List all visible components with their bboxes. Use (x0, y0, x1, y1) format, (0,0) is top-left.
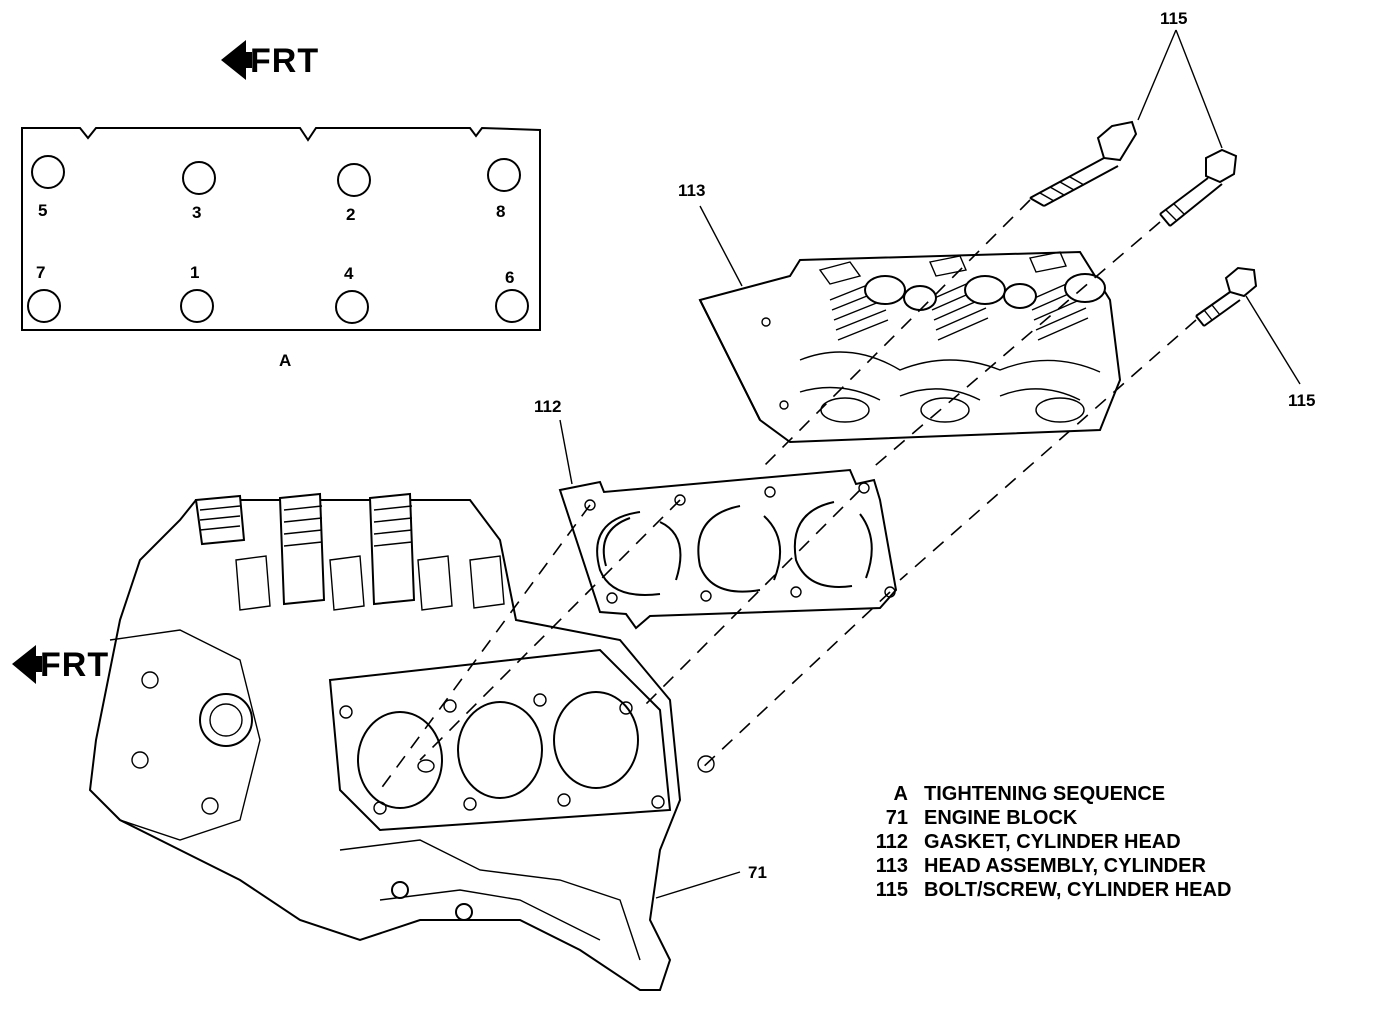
sequence-number: 3 (192, 203, 201, 222)
bolt-hole (27, 289, 61, 323)
cylinder-head-gasket: 112 (534, 397, 898, 630)
valve-spring-row (829, 273, 1106, 341)
legend-row: 113 HEAD ASSEMBLY, CYLINDER (876, 855, 1207, 877)
callout-label: 113 (678, 181, 705, 200)
front-label-top: FRT (250, 42, 319, 80)
tightening-sequence-plate: 5 3 2 8 7 1 4 6 A (21, 126, 541, 370)
alignment-lines (379, 199, 1197, 791)
sequence-plate-label: A (279, 351, 291, 370)
callout-label: 115 (1288, 391, 1315, 410)
crankshaft-seal (199, 693, 253, 747)
legend-text: GASKET, CYLINDER HEAD (924, 831, 1181, 853)
bolt-hole (180, 289, 214, 323)
legend-key: 115 (876, 879, 908, 901)
arrow-left-icon (221, 40, 252, 80)
legend-row: A TIGHTENING SEQUENCE (894, 783, 1166, 805)
head-bolt (1159, 148, 1238, 227)
bolt-115-right-group: 115 (1195, 266, 1315, 410)
cylinder-head-assembly: 113 (678, 181, 1122, 444)
leader-line (1175, 29, 1223, 149)
front-arrow-bottom: FRT (12, 645, 109, 684)
installed-head-valvetrain (194, 492, 505, 611)
gasket-bolt-holes (584, 482, 896, 604)
engine-block: 71 (88, 492, 767, 991)
legend-row: 115 BOLT/SCREW, CYLINDER HEAD (876, 879, 1232, 901)
front-arrow-top: FRT (221, 40, 319, 80)
legend-text: ENGINE BLOCK (924, 807, 1078, 829)
parts-legend: A TIGHTENING SEQUENCE 71 ENGINE BLOCK 11… (876, 783, 1232, 901)
head-bolt (1029, 120, 1138, 207)
leader-line (1245, 295, 1301, 385)
bolt-hole (487, 158, 521, 192)
legend-text: TIGHTENING SEQUENCE (924, 783, 1165, 805)
bolt-hole (495, 289, 529, 323)
leader-line (1137, 29, 1177, 121)
dowel-pin (697, 755, 715, 773)
head-plate-outline (21, 126, 541, 331)
leader-line (699, 205, 743, 287)
callout-label: 71 (748, 863, 767, 882)
leader-line (655, 871, 741, 899)
block-deck (328, 648, 672, 832)
callout-label: 112 (534, 397, 561, 416)
legend-row: 71 ENGINE BLOCK (886, 807, 1078, 829)
legend-text: BOLT/SCREW, CYLINDER HEAD (924, 879, 1231, 901)
legend-key: 71 (886, 807, 908, 829)
legend-key: 112 (876, 831, 908, 853)
sequence-number: 4 (344, 264, 354, 283)
callout-label: 115 (1160, 9, 1187, 28)
legend-key: 113 (876, 855, 908, 877)
legend-text: HEAD ASSEMBLY, CYLINDER (924, 855, 1206, 877)
bolt-hole (31, 155, 65, 189)
sequence-number: 1 (190, 263, 199, 282)
bolt-hole (335, 290, 369, 324)
sequence-number: 7 (36, 263, 45, 282)
bolt-hole (337, 163, 371, 197)
legend-row: 112 GASKET, CYLINDER HEAD (876, 831, 1181, 853)
sequence-number: 6 (505, 268, 514, 287)
front-label-bottom: FRT (40, 646, 109, 684)
arrow-left-icon (12, 645, 42, 684)
sequence-number: 2 (346, 205, 355, 224)
bolt-hole (182, 161, 216, 195)
sequence-number: 5 (38, 201, 47, 220)
leader-line (559, 419, 573, 485)
sequence-number: 8 (496, 202, 505, 221)
head-bolt (1224, 266, 1258, 298)
bolt-115-upper-group: 115 (1029, 9, 1238, 227)
legend-key: A (894, 783, 908, 805)
